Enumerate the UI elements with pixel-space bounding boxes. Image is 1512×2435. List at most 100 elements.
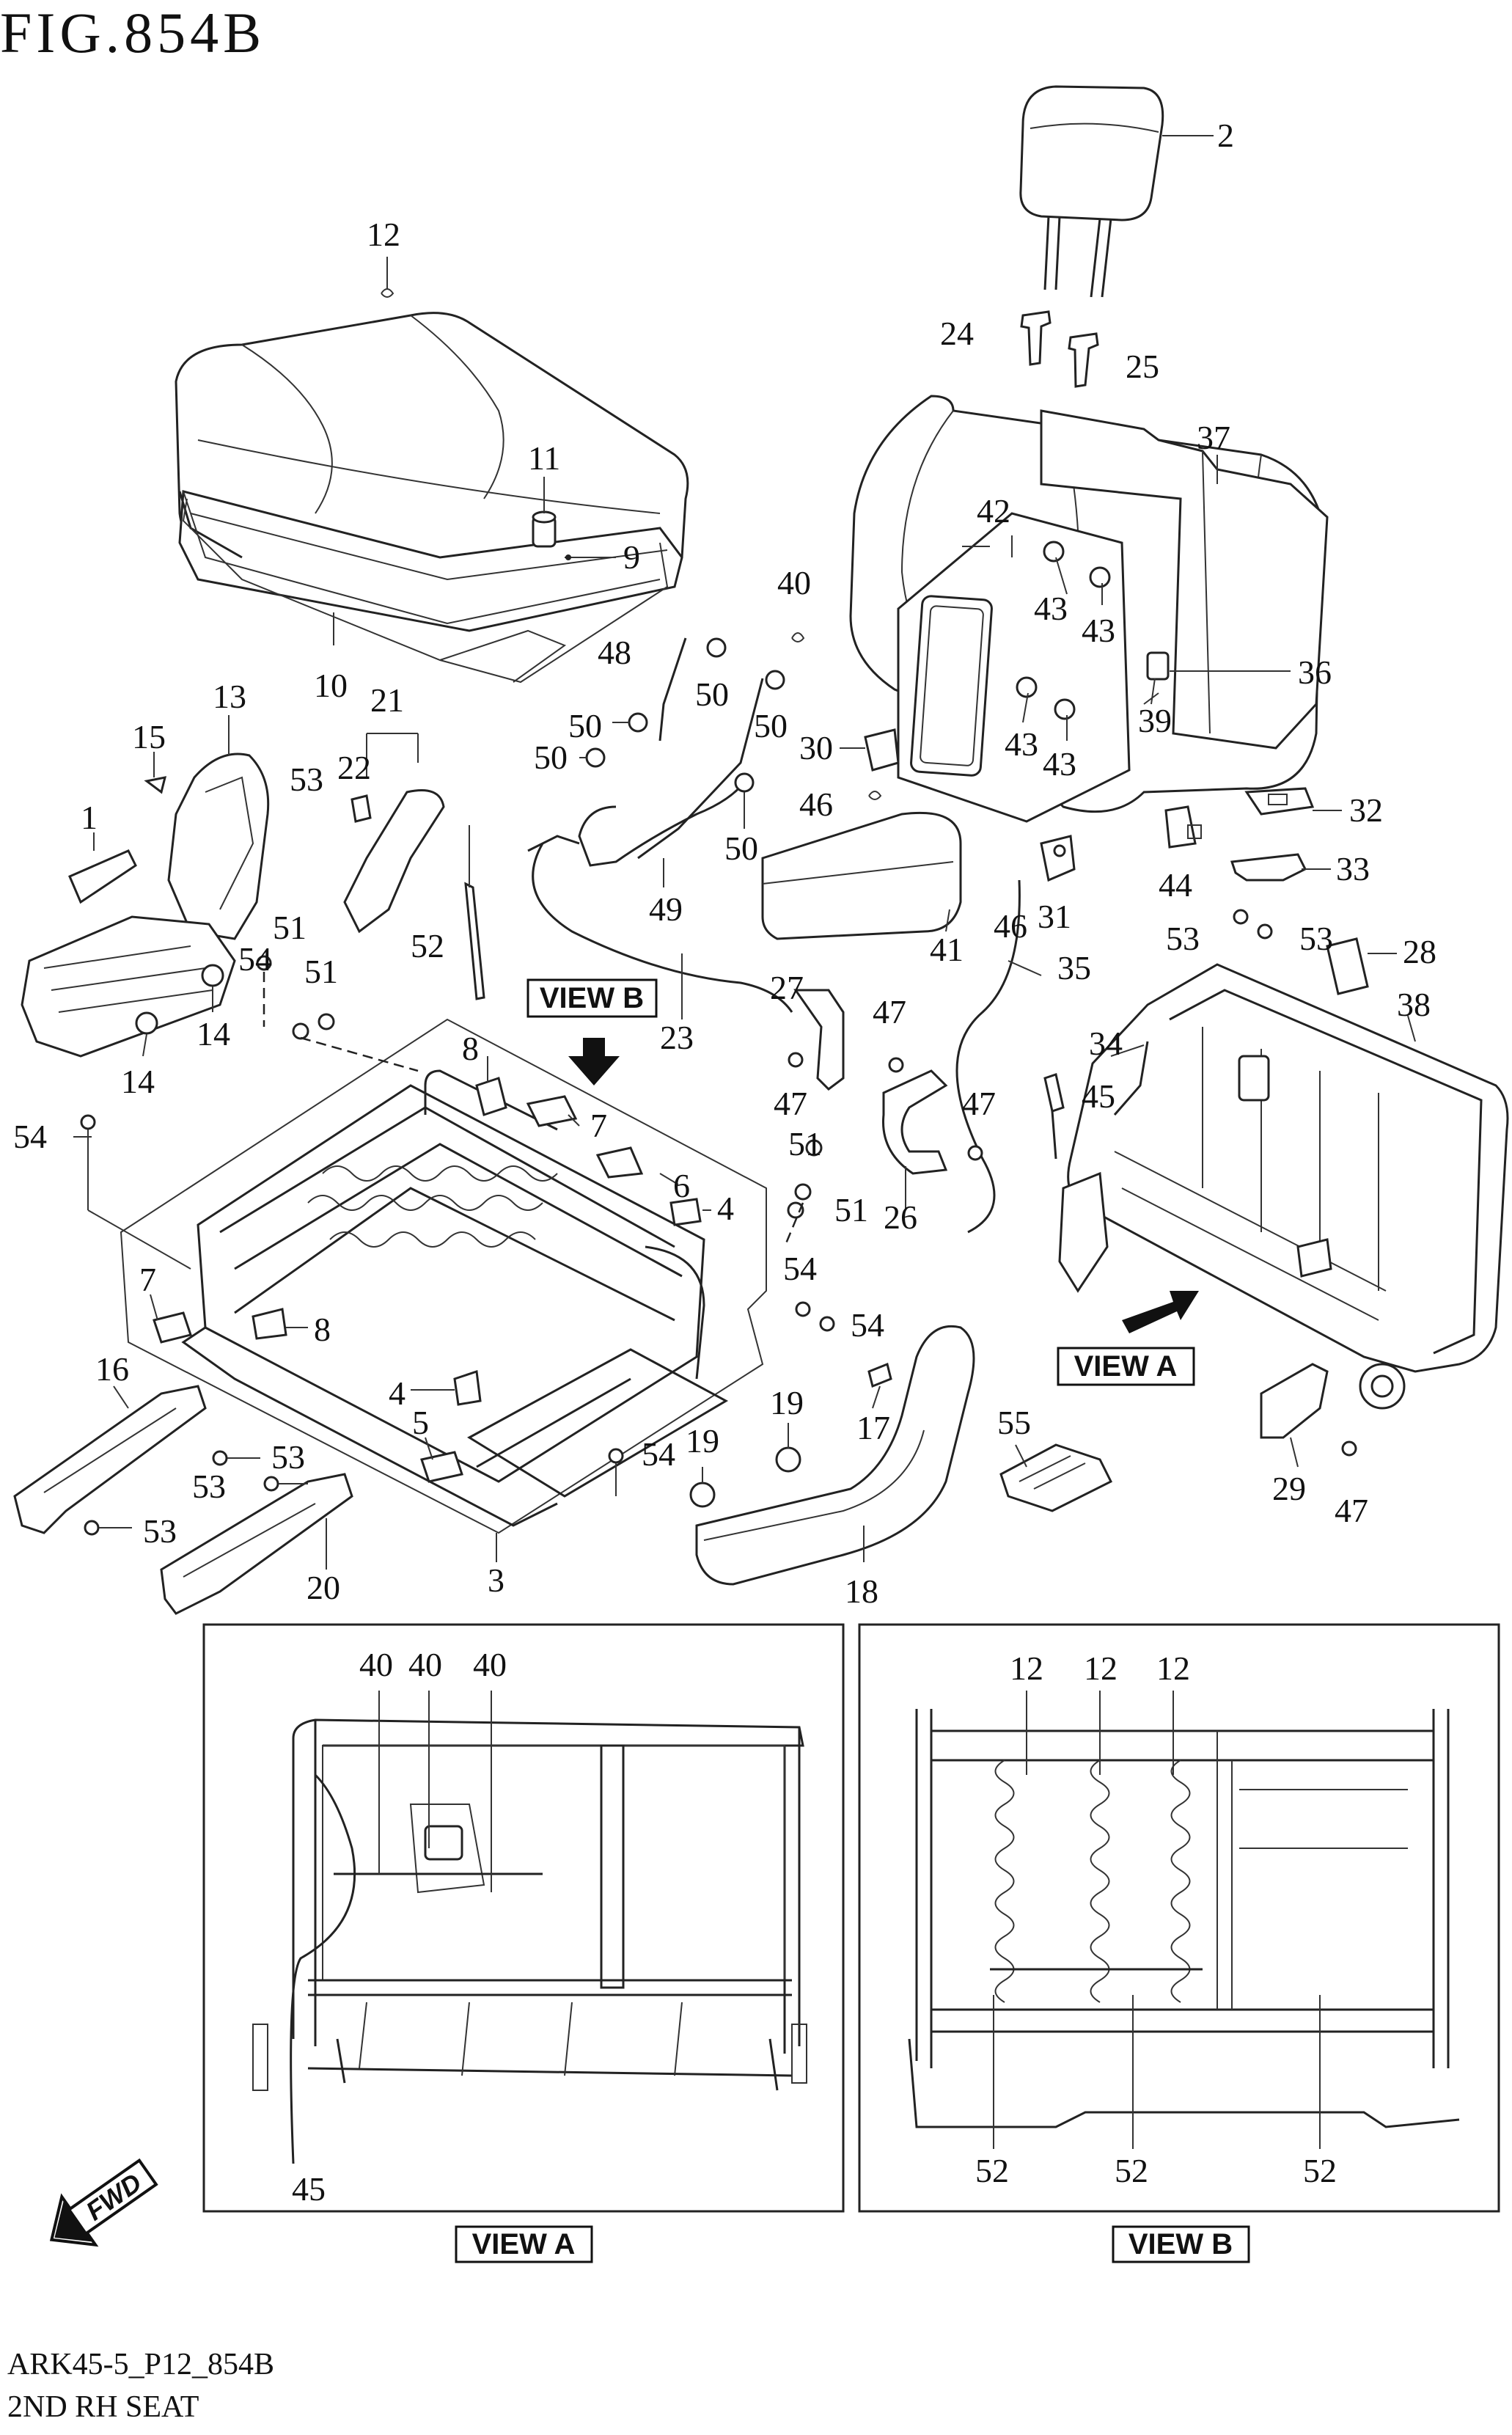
callout-7a: 7 xyxy=(590,1107,607,1144)
callout-6: 6 xyxy=(673,1167,690,1204)
callout-43d: 43 xyxy=(1043,745,1076,783)
leader-lines xyxy=(73,455,1416,1570)
callout-numbers: 1 2 3 4 4 5 6 7 7 8 8 9 10 11 12 13 14 1… xyxy=(13,117,1436,2208)
callout-19a: 19 xyxy=(770,1384,804,1421)
callout-53d: 53 xyxy=(143,1512,177,1550)
callout-4b: 4 xyxy=(389,1374,405,1412)
side-trim-13 xyxy=(167,753,270,940)
callout-28: 28 xyxy=(1403,933,1436,970)
back-frame-38 xyxy=(1058,963,1509,1410)
view-a-callout-40c: 40 xyxy=(473,1646,507,1683)
footer-code: ARK45-5_P12_854B xyxy=(7,2348,275,2381)
cables xyxy=(527,637,1021,1234)
view-a-inset xyxy=(202,1623,845,2213)
view-a-caption: VIEW A xyxy=(455,2225,593,2263)
view-a-arrow xyxy=(1122,1291,1199,1333)
view-b-callout-12b: 12 xyxy=(1084,1649,1118,1687)
callout-53e: 53 xyxy=(1166,920,1200,957)
callout-14b: 14 xyxy=(121,1063,155,1100)
view-b-callout-52c: 52 xyxy=(1303,2152,1337,2189)
callout-48: 48 xyxy=(598,634,631,671)
callout-46a: 46 xyxy=(799,786,833,823)
svg-text:VIEW A: VIEW A xyxy=(472,2228,576,2260)
callout-38: 38 xyxy=(1397,986,1431,1023)
callout-54d: 54 xyxy=(851,1306,884,1344)
callout-52: 52 xyxy=(411,927,444,964)
callout-53a: 53 xyxy=(290,761,323,798)
callout-31: 31 xyxy=(1038,898,1071,935)
callout-11: 11 xyxy=(528,439,560,477)
callout-54a: 54 xyxy=(238,940,272,978)
callout-45: 45 xyxy=(1082,1077,1115,1115)
part-43-clips xyxy=(1016,541,1111,720)
callout-53b: 53 xyxy=(271,1438,305,1476)
callout-51b: 51 xyxy=(304,953,338,990)
callout-35: 35 xyxy=(1057,949,1091,986)
callout-40: 40 xyxy=(777,564,811,601)
callout-55: 55 xyxy=(997,1404,1031,1441)
callout-1: 1 xyxy=(81,799,98,836)
callout-34: 34 xyxy=(1089,1025,1123,1062)
callout-17: 17 xyxy=(856,1409,890,1446)
callout-22: 22 xyxy=(337,749,371,786)
figure-title: FIG.854B xyxy=(0,1,266,65)
callout-43b: 43 xyxy=(1082,612,1115,649)
callout-47b: 47 xyxy=(873,993,906,1030)
callout-23: 23 xyxy=(660,1019,694,1056)
headrest xyxy=(1019,85,1164,298)
callout-8b: 8 xyxy=(314,1311,331,1348)
callout-27: 27 xyxy=(770,969,804,1006)
part-11-clip xyxy=(532,510,557,548)
trim-16 xyxy=(13,1385,207,1534)
view-a-callout-40b: 40 xyxy=(408,1646,442,1683)
callout-51c: 51 xyxy=(788,1125,822,1162)
callout-39: 39 xyxy=(1138,702,1172,739)
callout-43c: 43 xyxy=(1005,725,1038,763)
callout-50c: 50 xyxy=(534,739,568,776)
callout-33: 33 xyxy=(1336,850,1370,887)
callout-32: 32 xyxy=(1349,791,1383,829)
view-b-inset xyxy=(858,1623,1500,2213)
part-41-armrest xyxy=(761,811,962,940)
frame-outline-box xyxy=(120,1018,767,1534)
view-b-callout-12c: 12 xyxy=(1156,1649,1190,1687)
callout-53f: 53 xyxy=(1299,920,1333,957)
callout-51d: 51 xyxy=(834,1191,868,1229)
trim-18 xyxy=(695,1325,975,1586)
footer-name: 2ND RH SEAT xyxy=(7,2390,199,2424)
part-42-panel xyxy=(897,512,1131,823)
view-a-callout-40a: 40 xyxy=(359,1646,393,1683)
callout-10: 10 xyxy=(314,667,348,704)
callout-16: 16 xyxy=(95,1350,129,1388)
callout-18: 18 xyxy=(845,1572,878,1610)
callout-47c: 47 xyxy=(962,1085,996,1122)
callout-7b: 7 xyxy=(139,1261,156,1298)
callout-9: 9 xyxy=(623,538,640,576)
fwd-arrow: FWD xyxy=(49,2158,158,2247)
callout-44: 44 xyxy=(1159,866,1192,904)
view-b-caption: VIEW B xyxy=(1112,2225,1250,2263)
view-b-callout-52b: 52 xyxy=(1115,2152,1148,2189)
callout-8a: 8 xyxy=(462,1030,479,1067)
callout-50b: 50 xyxy=(568,707,602,744)
callout-43a: 43 xyxy=(1034,590,1068,627)
callout-54c: 54 xyxy=(783,1250,817,1287)
callout-50e: 50 xyxy=(724,830,758,867)
view-b-arrow xyxy=(568,1038,620,1085)
callout-3: 3 xyxy=(488,1561,504,1599)
callout-14a: 14 xyxy=(197,1015,230,1052)
view-b-callout-52a: 52 xyxy=(975,2152,1009,2189)
callout-49: 49 xyxy=(649,890,683,928)
callout-5: 5 xyxy=(412,1404,429,1441)
svg-text:VIEW B: VIEW B xyxy=(1129,2228,1233,2260)
side-trim-1-14 xyxy=(21,849,236,1058)
svg-text:VIEW A: VIEW A xyxy=(1074,1350,1178,1383)
view-b-tag: VIEW B xyxy=(526,978,658,1018)
callout-54e: 54 xyxy=(642,1435,675,1473)
callout-30: 30 xyxy=(799,729,833,766)
view-b-callout-12a: 12 xyxy=(1010,1649,1043,1687)
callout-37: 37 xyxy=(1197,419,1230,456)
callout-47d: 47 xyxy=(1335,1492,1368,1529)
callout-42: 42 xyxy=(977,492,1010,530)
